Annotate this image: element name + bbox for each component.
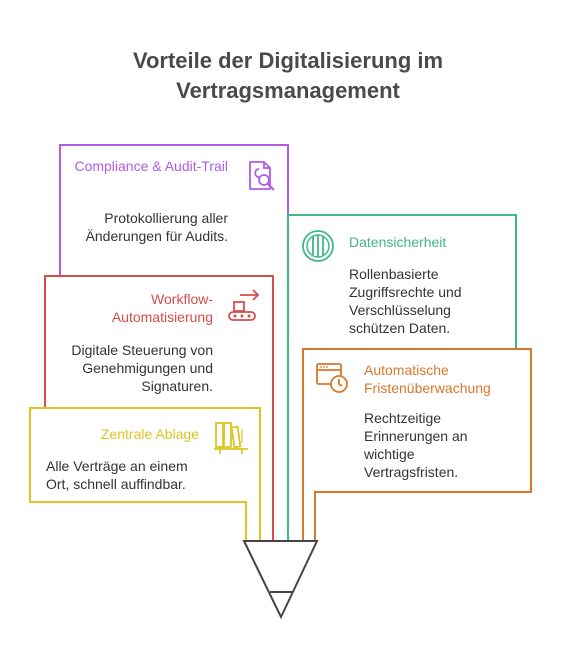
workflow-description: Digitale Steuerung von Genehmigungen und…: [71, 342, 213, 394]
fristen-title: Automatische Fristenüberwachung: [364, 362, 491, 396]
ablage-title: Zentrale Ablage: [100, 426, 199, 442]
title-line-1: Vorteile der Digitalisierung im: [132, 48, 444, 73]
datensicherheit-description: Rollenbasierte Zugriffsrechte und Versch…: [349, 266, 462, 336]
conveyor-arrow-icon: [228, 289, 260, 321]
bookshelf-icon: [214, 422, 248, 454]
page-title: Vorteile der Digitalisierung im Vertrags…: [0, 46, 576, 106]
ablage-description: Alle Verträge an einem Ort, schnell auff…: [46, 458, 188, 492]
calendar-clock-icon: [316, 363, 348, 393]
workflow-box-frame: [44, 275, 274, 541]
ablage-box-frame: [29, 407, 261, 541]
funnel-shape: [242, 540, 319, 620]
compliance-title: Compliance & Audit-Trail: [74, 158, 228, 174]
vault-icon: [302, 230, 334, 262]
datensicherheit-title: Datensicherheit: [349, 234, 447, 250]
fristen-description: Rechtzeitige Erinnerungen an wichtige Ve…: [364, 410, 468, 480]
datensicherheit-box-frame: [287, 214, 517, 541]
fristen-box-frame: [302, 348, 532, 541]
workflow-title: Workflow-Automatisierung: [111, 291, 213, 325]
compliance-description: Protokollierung aller Änderungen für Aud…: [85, 210, 228, 244]
document-search-icon: [249, 161, 275, 191]
title-line-2: Vertragsmanagement: [176, 78, 400, 103]
